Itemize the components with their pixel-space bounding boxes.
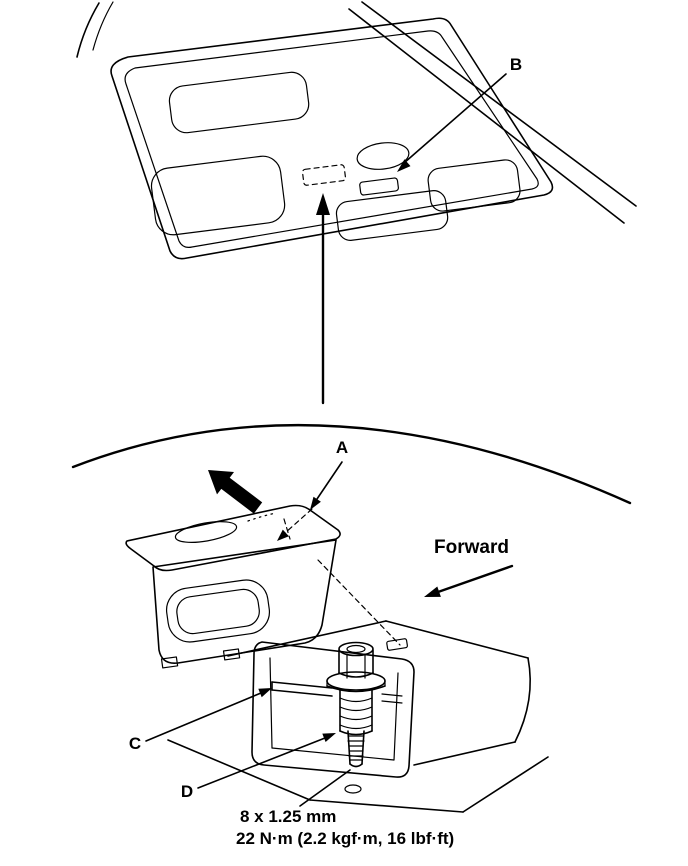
panel-edge-right-wall <box>514 657 531 743</box>
console-cup-recess <box>356 142 410 170</box>
bolt-hex-head-top <box>338 641 374 657</box>
callout-c-arrowhead <box>258 688 272 698</box>
right-pillar-line <box>348 8 625 224</box>
cover-mounting-alignment-line <box>317 559 401 646</box>
panel-clip-hole <box>386 638 408 651</box>
panel-edge-bottom-left <box>167 739 311 801</box>
callout-c: C <box>129 688 272 753</box>
callout-c-leader-line <box>145 692 262 742</box>
callout-d-label: D <box>181 782 193 801</box>
cover-top-slot <box>174 521 238 543</box>
roof-overview-drawing <box>76 1 637 260</box>
callout-b: B <box>397 55 522 172</box>
cover-front-recess-inner <box>176 588 260 635</box>
anchor-bracket <box>271 681 403 704</box>
left-pillar-line <box>76 2 100 58</box>
anchor-pocket-outer <box>251 641 415 778</box>
panel-edge-right-bottom <box>413 741 516 766</box>
bolt-spec-annotation: 8 x 1.25 mm 22 N·m (2.2 kgf·m, 16 lbf·ft… <box>236 769 454 848</box>
callout-c-label: C <box>129 734 141 753</box>
panel-edge-bottom <box>309 799 464 813</box>
anchor-bolt-assembly <box>326 641 386 768</box>
callout-a-arrowhead <box>310 496 321 510</box>
cover-front-recess-outer <box>165 579 271 643</box>
callout-b-target-slot <box>359 177 399 196</box>
bracket-plate-bottom-edge <box>271 689 333 697</box>
cover-top-face-outline <box>125 504 341 572</box>
cover-hidden-clip-line <box>283 518 291 540</box>
panel-edge-left <box>227 620 387 657</box>
bolt-hex-head-top-inner <box>346 644 366 654</box>
bolt-flange-bottom <box>326 685 386 693</box>
recess-right <box>427 159 521 212</box>
link-arrowhead <box>316 193 330 215</box>
callout-d: D <box>181 733 336 801</box>
forward-arrow-shaft <box>436 564 514 594</box>
spacer-collar-ring-3 <box>339 715 373 721</box>
anchor-pocket-inner-wall-left <box>269 657 273 749</box>
callout-a-hidden-leader <box>284 508 313 534</box>
anchor-pocket-inner-wall-right <box>393 672 399 761</box>
bolt-size-text: 8 x 1.25 mm <box>240 807 336 826</box>
bracket-plate-top-edge <box>271 681 333 689</box>
panel-drain-hole <box>344 784 362 794</box>
recess-left <box>150 155 286 236</box>
body-panel <box>167 620 549 813</box>
detail-drawing: A Forward <box>125 438 549 848</box>
callout-d-leader-line <box>197 737 326 789</box>
callout-b-leader-line <box>403 73 507 164</box>
console-panel-outer-outline <box>110 17 554 260</box>
callout-b-arrowhead <box>397 159 411 172</box>
callout-b-label: B <box>510 55 522 74</box>
callout-a: A <box>277 438 348 541</box>
bolt-flange-washer <box>326 671 386 691</box>
recess-bottom-center <box>335 190 449 241</box>
anchor-pocket-inner-wall-bottom <box>271 747 395 761</box>
hidden-anchor-location-outline <box>301 164 347 186</box>
spacer-collar-ring-2 <box>339 706 373 712</box>
right-pillar-line-2 <box>361 1 637 207</box>
bolt-stud-tip <box>349 763 363 768</box>
left-pillar-line-2 <box>92 1 114 51</box>
anchor-cover <box>125 504 401 669</box>
panel-edge-right <box>385 620 529 659</box>
cover-front-face-outline <box>152 539 337 665</box>
spacer-collar-bottom <box>339 730 373 736</box>
callout-a-label: A <box>336 438 348 457</box>
callout-a-hidden-arrowhead <box>277 529 289 541</box>
bracket-plate-right-stub-top <box>381 693 403 697</box>
spacer-collar-ring-4 <box>339 724 373 730</box>
bolt-hex-head-bottom <box>338 672 374 678</box>
magnified-view-arc <box>71 423 632 505</box>
console-panel-inner-outline <box>124 30 539 248</box>
callout-a-leader-line <box>316 461 343 500</box>
bolt-torque-text: 22 N·m (2.2 kgf·m, 16 lbf·ft) <box>236 829 454 848</box>
forward-indicator: Forward <box>424 537 514 597</box>
cover-clip-tab-left <box>160 656 179 669</box>
removal-direction-arrow <box>208 470 263 514</box>
bracket-plate-right-stub-bottom <box>381 700 403 704</box>
forward-arrowhead <box>424 586 441 597</box>
forward-label: Forward <box>434 537 509 558</box>
panel-edge-bottom-right <box>462 756 549 813</box>
spacer-collar-ring-1 <box>339 697 373 703</box>
detail-link-arrow <box>316 193 330 405</box>
callout-d-arrowhead <box>322 733 336 742</box>
recess-top-left <box>168 71 310 134</box>
bolt-spec-leader-line <box>299 769 351 807</box>
